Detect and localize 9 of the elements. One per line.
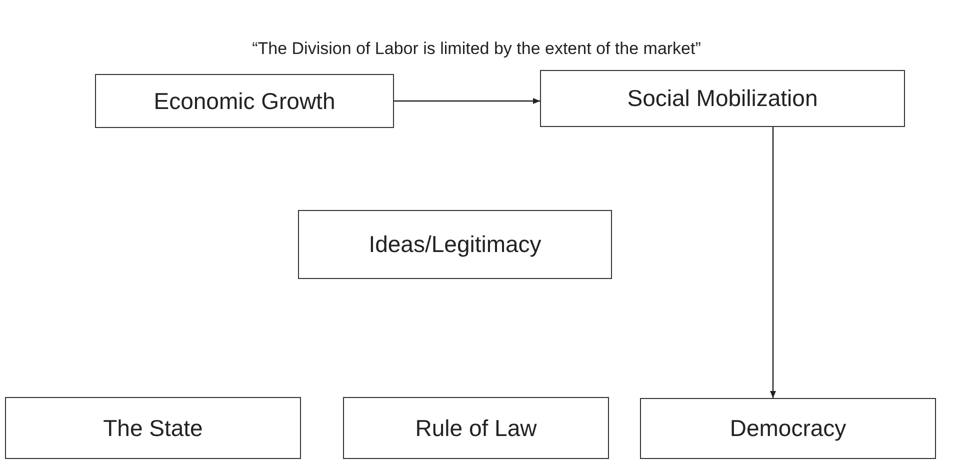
arrow — [770, 127, 776, 398]
concept-box: Ideas/Legitimacy — [298, 210, 612, 279]
concept-box: Economic Growth — [95, 74, 394, 128]
concept-box: The State — [5, 397, 301, 459]
concept-box: Democracy — [640, 398, 936, 459]
concept-box: Rule of Law — [343, 397, 609, 459]
arrow — [394, 98, 540, 104]
title: “The Division of Labor is limited by the extent of the market” — [251, 38, 702, 60]
concept-box: Social Mobilization — [540, 70, 905, 127]
